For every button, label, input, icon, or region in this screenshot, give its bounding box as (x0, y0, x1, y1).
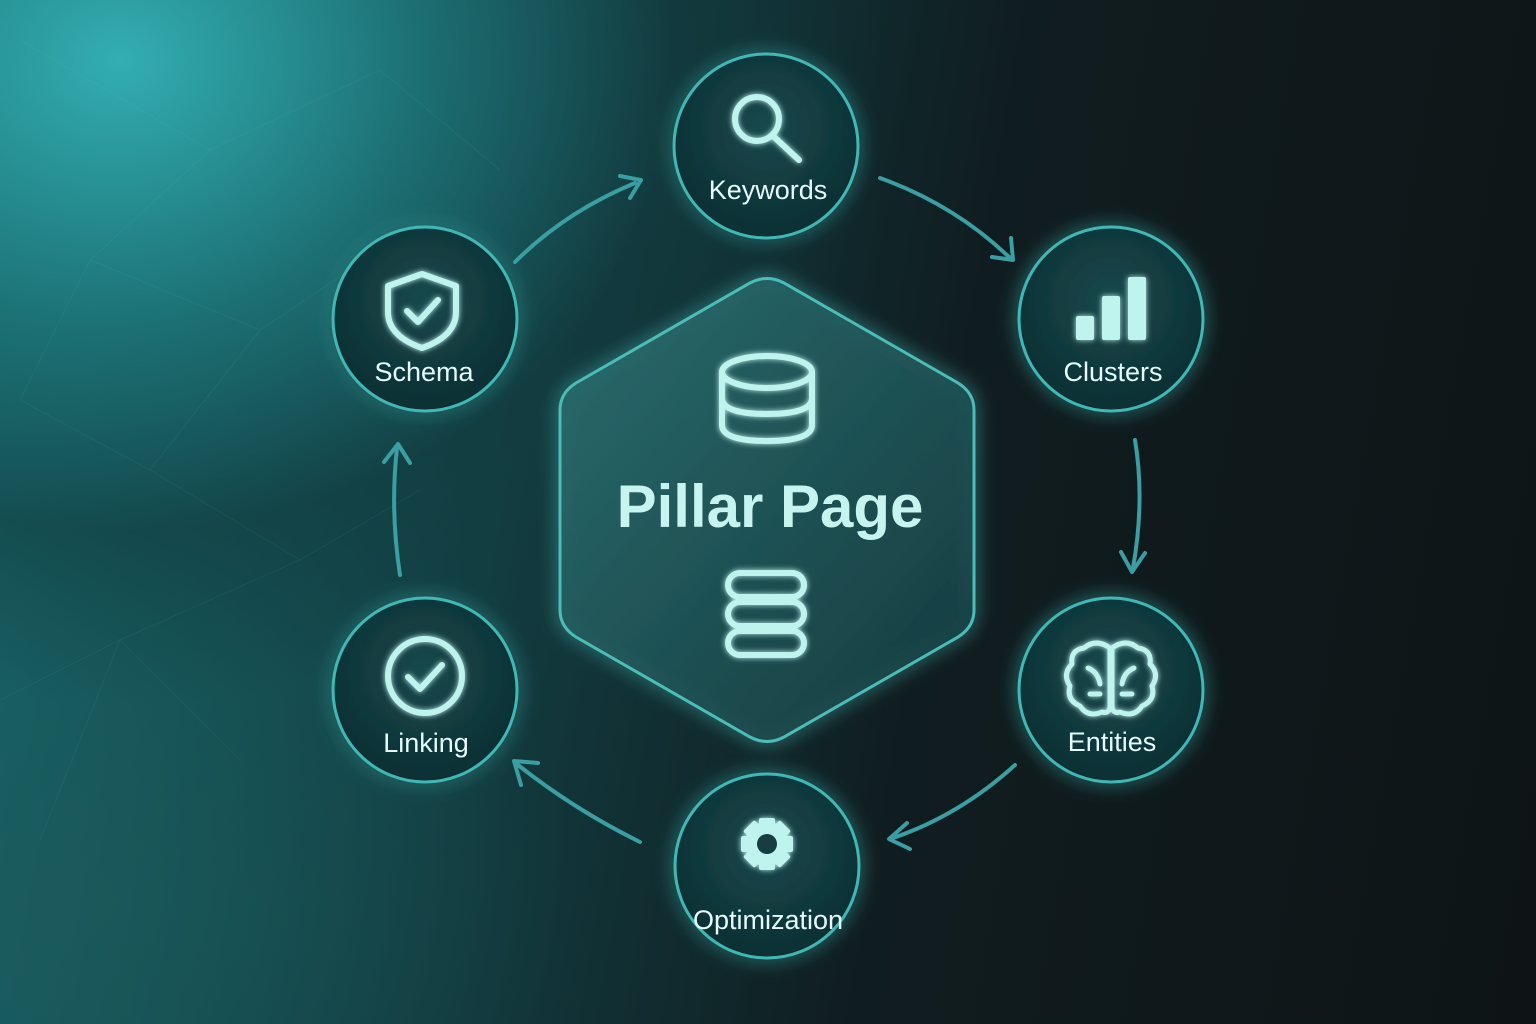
arrow-keywords-to-clusters (878, 176, 1015, 262)
node-clusters: Clusters (1017, 225, 1205, 413)
stacked-rows-icon (725, 570, 807, 658)
arrow-clusters-to-entities (1119, 438, 1147, 574)
hub-hexagon (558, 277, 976, 743)
gear-icon (741, 818, 793, 870)
node-keywords: Keywords (672, 52, 860, 240)
node-label-schema: Schema (374, 357, 474, 387)
node-label-keywords: Keywords (709, 175, 828, 205)
node-schema: Schema (331, 225, 519, 413)
node-label-entities: Entities (1068, 727, 1157, 757)
node-optimization: Optimization (673, 772, 861, 960)
check-circle-icon (385, 636, 465, 716)
arrow-entities-to-optimization (887, 763, 1017, 851)
node-entities: Entities (1017, 596, 1205, 784)
search-icon (732, 94, 802, 163)
bar-chart-icon (1076, 277, 1146, 340)
node-label-linking: Linking (383, 728, 469, 758)
pillar-page-hub: Pillar Page (558, 277, 976, 743)
node-linking: Linking (331, 596, 519, 784)
hub-title: Pillar Page (617, 473, 924, 540)
node-label-optimization: Optimization (693, 905, 843, 935)
arrow-linking-to-schema (382, 442, 412, 577)
arrow-schema-to-keywords (513, 174, 643, 264)
node-label-clusters: Clusters (1063, 357, 1162, 387)
database-icon (719, 353, 815, 445)
background-network (0, 39, 501, 841)
shield-check-icon (385, 271, 459, 351)
arrow-optimization-to-linking (512, 759, 642, 844)
flow-arrows (382, 174, 1147, 851)
brain-icon (1064, 640, 1158, 717)
